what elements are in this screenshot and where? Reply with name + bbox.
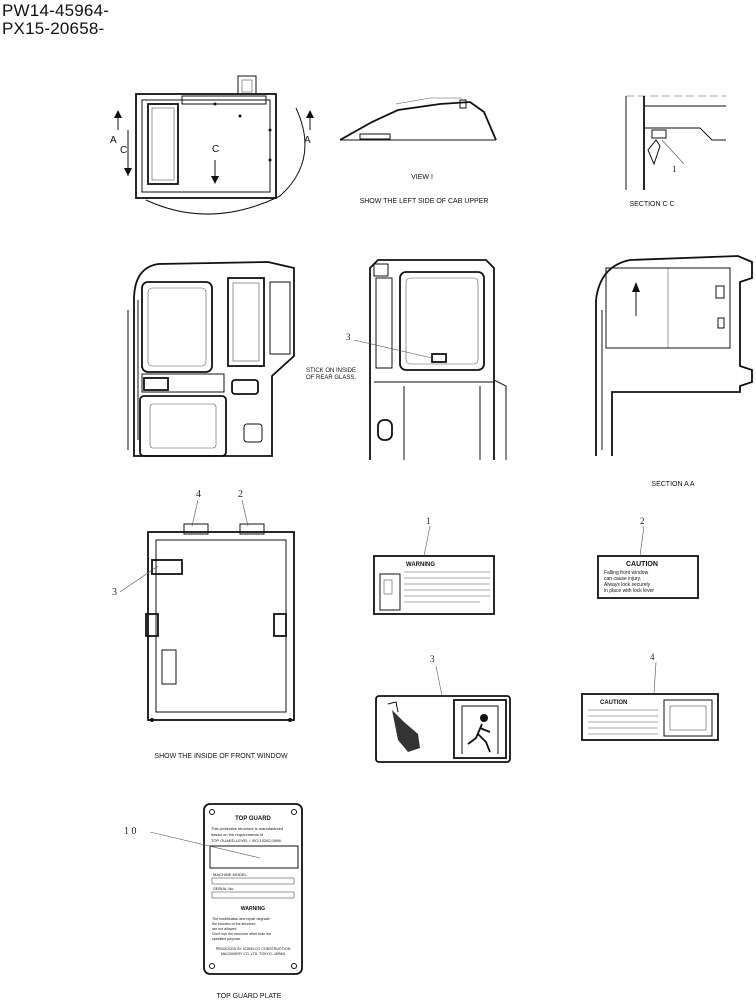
marker-c-center: C [212, 144, 219, 155]
plate-note-4: Don't use the structure other than the [212, 932, 271, 936]
drawing-number-2: PX15-20658- [2, 19, 105, 38]
label3-callout: 3 [430, 654, 435, 664]
label-1-warning: WARNING 1 [373, 516, 495, 615]
label2-line-3: Always lock securely [604, 582, 651, 588]
section-cc-detail: 1 [625, 95, 726, 190]
label1-callout: 1 [426, 516, 431, 526]
plate-warning: WARNING [241, 906, 265, 912]
label2-line-1: Falling front window [604, 570, 649, 576]
plate-note-1: The modification and repair degrade [212, 917, 270, 921]
caption-top-guard-plate: TOP GUARD PLATE [216, 993, 282, 1000]
plate-maker-2: MACHINERY CO.,LTD. TOKYO, JAPAN [221, 952, 286, 956]
marker-a-right: A [304, 135, 311, 146]
plate-note-2: the function of the structure [212, 922, 256, 926]
stick-on-line-1: STICK ON INSIDE [306, 368, 356, 374]
cab-rear-view: 3 [346, 259, 507, 460]
cab-top-view [114, 75, 314, 215]
label2-line-2: can cause injury. [604, 576, 641, 582]
plate-serial-no: SERIAL No. [213, 886, 234, 891]
cc-callout-1: 1 [672, 164, 677, 174]
label-3-emergency-exit: 3 [375, 654, 511, 763]
caption-front-window: SHOW THE INSIDE OF FRONT WINDOW [154, 753, 288, 760]
label2-line-4: in place with lock lever [604, 588, 654, 594]
plate-body-3: TOP GUARD-LEVEL I ISO 10262:1998. [211, 838, 282, 843]
marker-a-left: A [110, 135, 117, 146]
plate-title: TOP GUARD [235, 816, 271, 822]
plate-note-5: specified purpose. [212, 937, 241, 941]
plate-body-2: based on the requirements of [211, 832, 264, 837]
plate-callout-10: 1 0 [124, 826, 137, 837]
marker-c-left: C [120, 145, 127, 156]
section-aa-detail [595, 255, 753, 456]
label-2-caution: CAUTION Falling front window can cause i… [597, 516, 699, 599]
plate-machine-model: MACHINE MODEL [213, 872, 248, 877]
top-guard-plate: TOP GUARD This protective structure is m… [124, 803, 303, 975]
plate-maker-1: PRODUCED BY KOBELCO CONSTRUCTION [216, 947, 291, 951]
caption-left-side: SHOW THE LEFT SIDE OF CAB UPPER [359, 198, 489, 205]
label4-title: CAUTION [600, 700, 627, 706]
cab-left-side-view [127, 261, 295, 457]
front-window-inside-view [119, 499, 295, 722]
plate-body-1: This protective structure is manufacture… [211, 826, 283, 831]
stick-on-line-2: OF REAR GLASS. [306, 375, 356, 381]
label4-callout: 4 [650, 652, 655, 662]
label2-title: CAUTION [626, 561, 658, 568]
cab-upper-left-view [339, 97, 497, 141]
rear-callout-3: 3 [346, 332, 351, 342]
callout-3-front: 3 [112, 587, 117, 598]
label1-title: WARNING [406, 562, 435, 568]
label-4-caution: CAUTION 4 [581, 652, 719, 741]
caption-section-aa: SECTION A A [651, 481, 695, 488]
caption-view-1: VIEW I [411, 174, 433, 181]
callout-4-front: 4 [196, 489, 201, 500]
label2-callout: 2 [640, 516, 645, 526]
drawing-number-1: PW14-45964- [2, 1, 110, 20]
plate-note-3: are not allowed. [212, 927, 237, 931]
callout-2-front: 2 [238, 489, 243, 500]
caption-section-cc: SECTION C C [629, 201, 675, 208]
